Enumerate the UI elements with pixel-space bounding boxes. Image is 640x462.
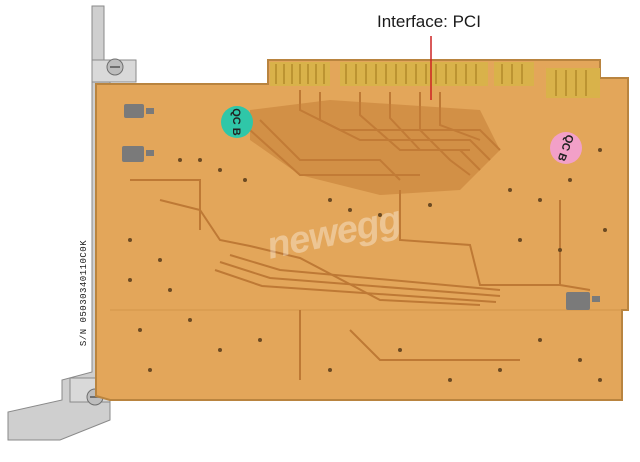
qc-sticker-green: QC B <box>221 106 253 138</box>
smd-component-mid <box>122 146 154 162</box>
qc-sticker-pink: QC B <box>550 132 582 164</box>
serial-number-label: S/N 05030340110C0K <box>76 218 92 368</box>
smd-component-top <box>124 104 154 118</box>
trace-bundle-center <box>250 100 500 195</box>
pci-edge-connector <box>270 62 600 98</box>
smd-component-right <box>566 292 600 310</box>
pcb-vias <box>128 148 607 382</box>
bracket-screw-top <box>106 58 124 76</box>
serial-number-text: S/N 05030340110C0K <box>79 239 89 347</box>
svg-text:QC B: QC B <box>230 108 242 136</box>
interface-callout-label: Interface: PCI <box>377 12 481 31</box>
